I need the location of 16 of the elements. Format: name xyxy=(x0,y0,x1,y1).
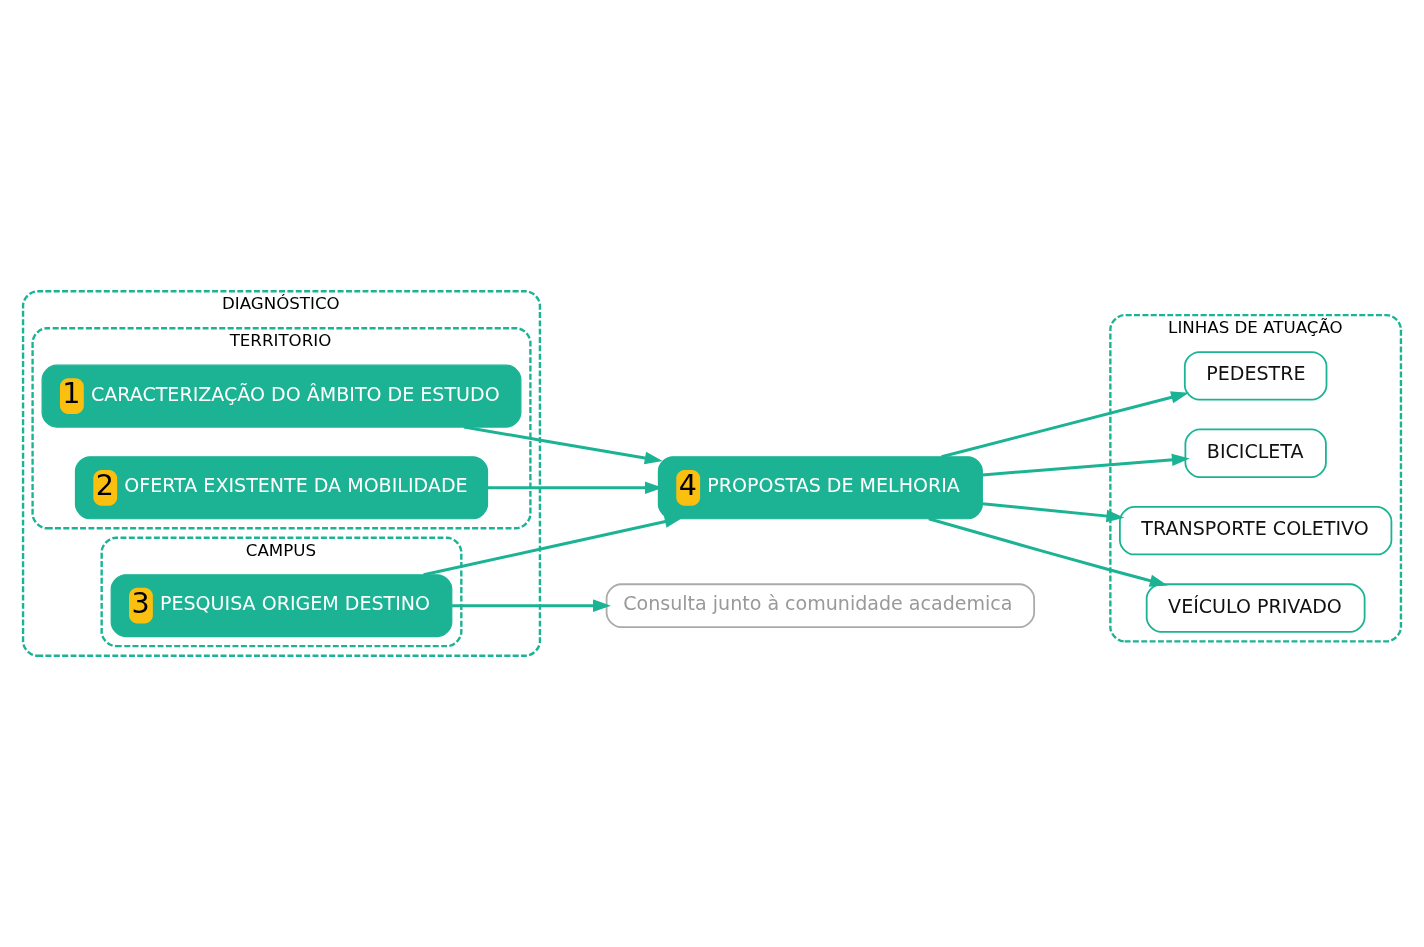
arrow xyxy=(982,453,1190,477)
node-box: 3 PESQUISA ORIGEM DESTINO xyxy=(110,574,453,638)
node-box: VEÍCULO PRIVADO xyxy=(1145,583,1366,633)
arrow xyxy=(423,515,683,577)
node-box: BICICLETA xyxy=(1184,428,1327,478)
arrow xyxy=(463,425,663,465)
node-box: PEDESTRE xyxy=(1183,351,1328,401)
node-box: 1 CARACTERIZAÇÃO DO ÂMBITO DE ESTUDO xyxy=(41,364,522,428)
arrow xyxy=(941,391,1189,459)
node-box: 4 PROPOSTAS DE MELHORIA xyxy=(657,456,983,520)
arrow xyxy=(982,502,1125,523)
node-box: 2 OFERTA EXISTENTE DA MOBILIDADE xyxy=(74,456,489,520)
node-box: Consulta junto à comunidade academica xyxy=(605,583,1036,629)
node-box: TRANSPORTE COLETIVO xyxy=(1119,505,1393,556)
arrow xyxy=(928,517,1168,587)
arrow xyxy=(452,599,611,612)
